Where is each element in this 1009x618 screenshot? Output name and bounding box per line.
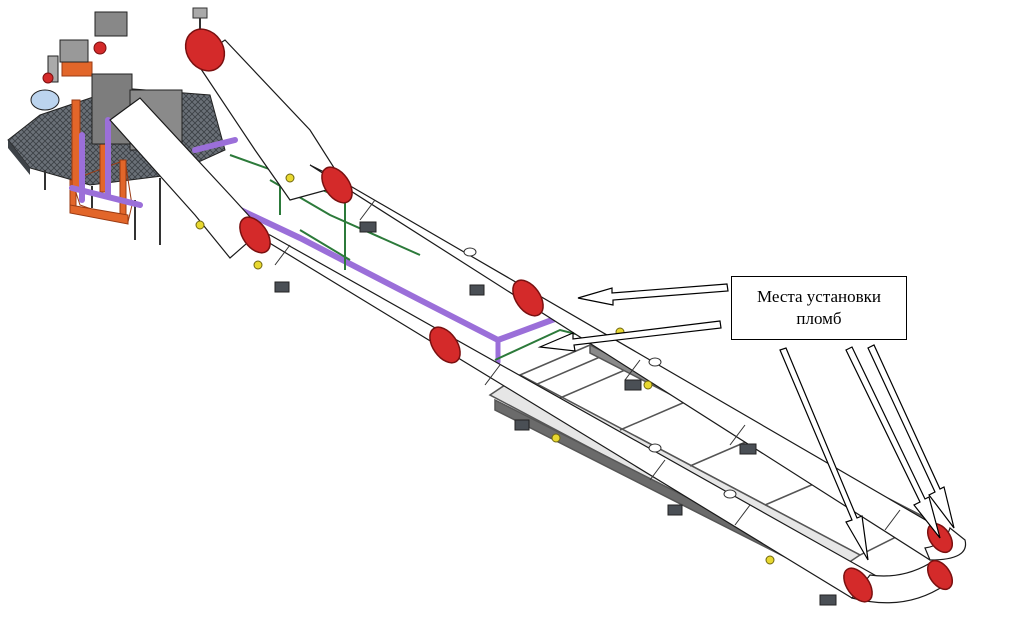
seal-locations-callout: Места установки пломб bbox=[731, 276, 907, 340]
flanges bbox=[184, 28, 954, 603]
flange-bend-mid bbox=[926, 559, 954, 591]
arrow-bend-upper bbox=[867, 344, 955, 529]
arrow-conduit bbox=[537, 320, 722, 352]
saddle-blocks bbox=[274, 221, 837, 606]
lower-pipe bbox=[109, 97, 882, 599]
callout-text-line1: Места установки bbox=[756, 287, 882, 306]
flange-bend-lower bbox=[843, 567, 873, 603]
pipe-supports bbox=[195, 173, 775, 565]
flange-upper-2 bbox=[512, 279, 544, 317]
arrow-upper-flange bbox=[577, 283, 729, 306]
flange-upper-1 bbox=[321, 166, 353, 204]
callout-arrows bbox=[537, 283, 955, 561]
flange-lower-2 bbox=[429, 326, 461, 364]
callout-text-line2: пломб bbox=[796, 309, 842, 328]
arrow-bend-lower bbox=[779, 347, 869, 561]
flange-lower-1 bbox=[239, 216, 271, 254]
arrow-bend-mid bbox=[845, 346, 941, 539]
flange-upper-inlet bbox=[184, 28, 226, 72]
